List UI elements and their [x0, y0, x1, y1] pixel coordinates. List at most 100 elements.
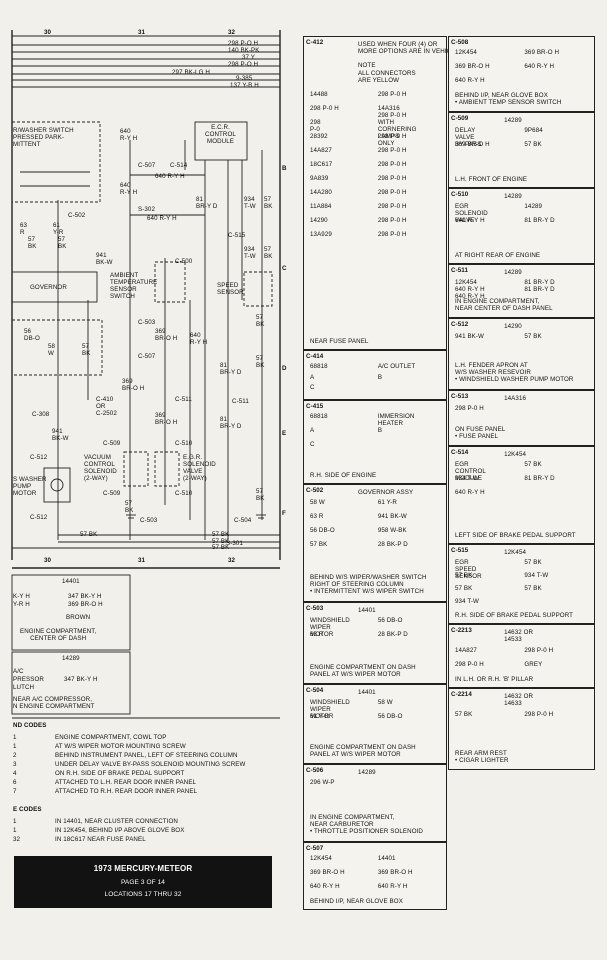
connector-part-code: 14401 — [357, 607, 376, 614]
pin-label: 11A884 — [310, 203, 332, 210]
pin-label: 369 BR-O H — [68, 601, 103, 608]
connector-location-caption: IN L.H. OR R.H. 'B' PILLAR — [455, 676, 534, 683]
pin-label: 61 Y-R — [310, 713, 330, 720]
connector-location-caption: BEHIND I/P, NEAR GLOVE BOX • AMBIENT TEM… — [455, 92, 562, 107]
wire-label: 57 BK — [125, 500, 134, 515]
code-number: 1 — [13, 734, 17, 741]
pin-label: 14290 — [310, 217, 328, 224]
connector-part-code: 14401 — [357, 689, 376, 696]
connector-label: C-503 — [138, 319, 156, 326]
code-description: IN 12K454, BEHIND I/P ABOVE GLOVE BOX — [55, 827, 185, 834]
pin-label: 56 DB-O — [310, 527, 335, 534]
connector-location-caption: AT RIGHT REAR OF ENGINE — [455, 252, 541, 259]
connector-id: C-412 — [306, 39, 324, 46]
connector-location-caption: IN ENGINE COMPARTMENT, NEAR CARBURETOR •… — [310, 814, 424, 836]
pin-label: 369 BR-O H — [310, 869, 345, 876]
code-description: ENGINE COMPARTMENT, COWL TOP — [55, 734, 167, 741]
pin-label: 58 W — [377, 699, 393, 706]
pin-label: WINDSHIELD WIPER MOTOR — [310, 699, 350, 721]
wire-label: 640 R-Y H — [120, 182, 138, 197]
pin-label: 28 BK-P D — [377, 631, 408, 638]
row-letter: B — [282, 165, 287, 172]
pin-label: 298 P-0 H — [524, 711, 554, 718]
col-label-bottom-32: 32 — [228, 557, 236, 564]
pin-label: 14488 — [310, 91, 328, 98]
connector-part-code: 14289 — [504, 117, 522, 124]
connector-location-caption: L.H. FENDER APRON AT W/S WASHER RESEVOIR… — [455, 362, 574, 384]
pin-label: A — [310, 373, 315, 381]
pin-label: B — [377, 427, 383, 434]
pin-label: 14A827 — [310, 147, 332, 154]
connector-id: C-415 — [306, 403, 324, 410]
connector-location-caption: LEFT SIDE OF BRAKE PEDAL SUPPORT — [455, 532, 576, 539]
pin-label: 14401 — [377, 855, 396, 862]
wire-label: 81 BR-Y D — [220, 362, 242, 377]
connector-label: C-308 — [32, 411, 50, 418]
wire-label: 640 R-Y H — [120, 128, 138, 143]
pin-label: 63 R — [310, 631, 324, 638]
pin-label: 369 BR-O H — [524, 49, 560, 56]
code-description: BEHIND INSTRUMENT PANEL, LEFT OF STEERIN… — [55, 752, 238, 759]
connector-id: C-2214 — [451, 691, 472, 698]
pin-label: 958 W-BK — [377, 527, 407, 534]
pin-label: BROWN — [66, 614, 91, 621]
code-number: 2 — [13, 752, 17, 759]
pin-label: 61 Y-R — [377, 499, 398, 506]
connector-label: C-503 — [140, 517, 158, 524]
row-letter: C — [282, 265, 287, 272]
pin-label: 640 R-Y H — [455, 286, 485, 293]
pin-label: DELAY VALVE BY-PASS — [455, 127, 482, 149]
row-letter: E — [282, 430, 287, 437]
speed-sensor-label: SPEED SENSOR — [217, 282, 244, 297]
pin-label: EGR CONTROL MODULE — [455, 461, 486, 483]
connector-id: C-414 — [306, 353, 324, 360]
connector-id: C-504 — [306, 687, 324, 694]
pin-label: K-Y H — [13, 593, 30, 600]
code-description: IN 14401, NEAR CLUSTER CONNECTION — [55, 818, 178, 825]
governor-label: GOVERNOR — [30, 284, 67, 291]
connector-location-caption: ON FUSE PANEL • FUSE PANEL — [455, 426, 506, 441]
pin-label: 68818 — [310, 363, 328, 370]
code-number: 6 — [13, 779, 17, 786]
col-label-bottom-31: 31 — [138, 557, 146, 564]
connector-label: C-515 — [228, 232, 246, 239]
pin-label: 934 T-W — [455, 475, 479, 482]
code-number: 3 — [13, 761, 17, 768]
code-number: 4 — [13, 770, 17, 777]
connector-location-caption: BEHIND I/P, NEAR GLOVE BOX — [310, 898, 403, 905]
connector-label: C-410 OR C-2502 — [96, 396, 117, 418]
connector-location-caption: L.H. FRONT OF ENGINE — [455, 176, 528, 183]
col-label-32: 32 — [228, 29, 236, 36]
pin-label: IMMERSION HEATER — [377, 413, 415, 428]
code-number: 7 — [13, 788, 17, 795]
wire-label: 941 BK-W — [52, 428, 69, 443]
pin-label: 81 BR-Y D — [524, 286, 555, 293]
connector-id: C-2213 — [451, 627, 472, 634]
pin-label: GREY — [524, 661, 543, 668]
connector-id: C-508 — [451, 39, 469, 46]
connector-code: 14401 — [62, 578, 80, 585]
connector-part-code: 14289 — [504, 269, 522, 276]
pin-label: A/C OUTLET — [377, 363, 416, 370]
pin-label: 298 P-0 H — [377, 147, 407, 154]
pin-label: 57 BK — [524, 141, 542, 148]
pin-label: 18C617 — [310, 161, 333, 168]
bus-wire-label: 140 BK-PK — [228, 47, 260, 54]
pin-label: 298 P-0 H — [310, 105, 339, 112]
pin-label: 56 DB-O — [377, 713, 403, 720]
pin-label: 12K454 — [455, 49, 477, 56]
connector-id: C-502 — [306, 487, 324, 494]
title-block: 1973 MERCURY-METEOR PAGE 3 OF 14 LOCATIO… — [14, 856, 272, 908]
code-number: 1 — [13, 818, 17, 825]
connector-label: C-500 — [175, 258, 193, 265]
connector-id: C-506 — [306, 767, 324, 774]
pin-label: 298 P-0 H — [377, 133, 407, 140]
wire-label: 57 BK — [256, 355, 265, 370]
